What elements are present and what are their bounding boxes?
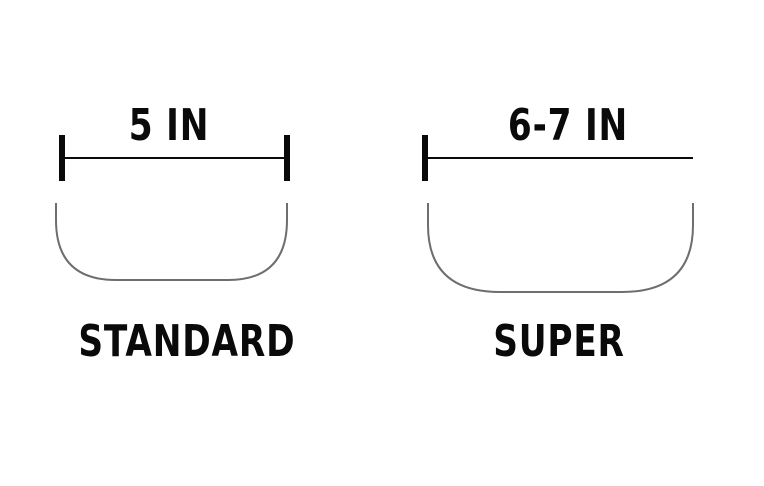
standard-dimension-line bbox=[59, 135, 290, 181]
standard-dimension-label: 5 IN bbox=[128, 100, 210, 151]
super-shape-outline bbox=[427, 203, 694, 293]
super-dimension-label: 6-7 IN bbox=[507, 100, 629, 151]
standard-name-label: STANDARD bbox=[78, 316, 296, 367]
super-name-label: SUPER bbox=[493, 316, 625, 367]
standard-shape-outline bbox=[55, 203, 288, 281]
super-dimension-line bbox=[422, 135, 693, 181]
